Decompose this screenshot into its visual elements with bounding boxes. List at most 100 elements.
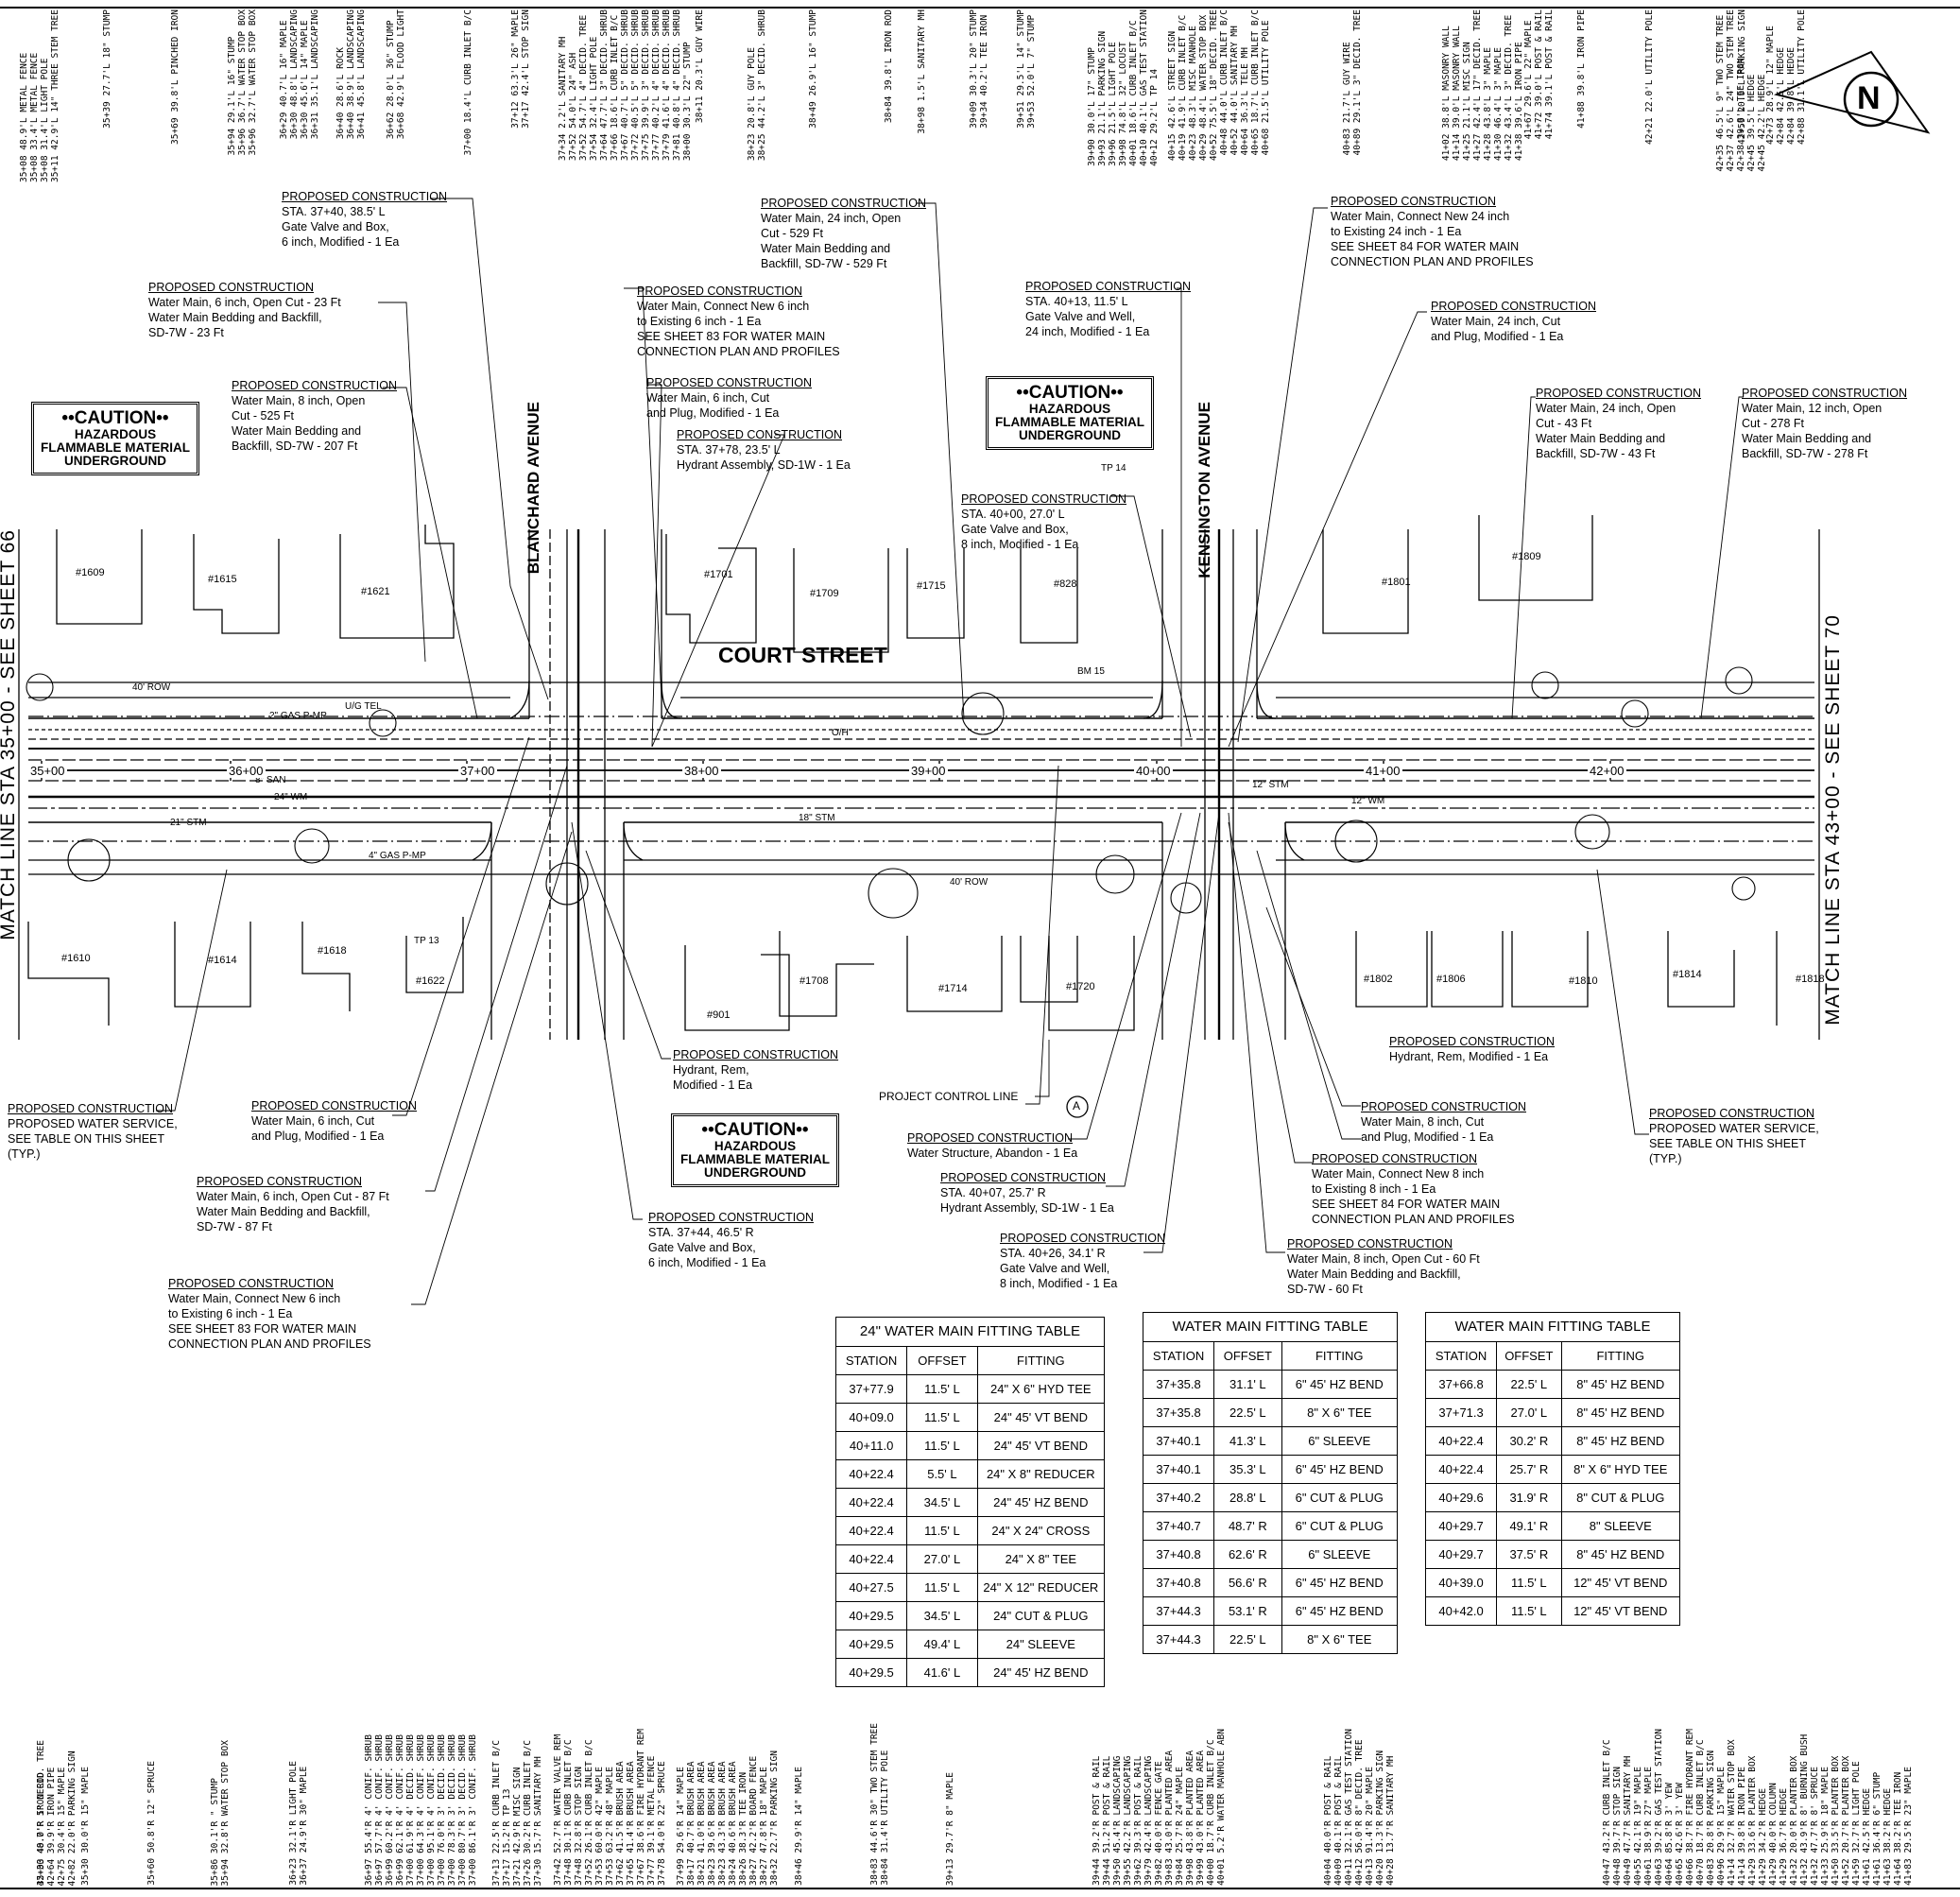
lot-number: #1802 (1364, 974, 1393, 985)
table-cell: 6" 45' HZ BEND (1281, 1596, 1399, 1626)
table-cell: 12" 45' VT BEND (1560, 1596, 1681, 1626)
table-cell: 28.8' L (1213, 1483, 1282, 1512)
callout-body: STA. 37+78, 23.5' L Hydrant Assembly, SD… (677, 443, 851, 472)
bottom-survey-note: 39+44 39.2'R POST & RAIL 39+44 51.2'R PO… (1092, 1729, 1227, 1886)
table-cell: 8" X 6" TEE (1281, 1398, 1399, 1427)
lot-number: #1610 (61, 953, 91, 964)
top-survey-note: 36+40 28.6'L ROCK 36+40 38.9'L LANDSCAPI… (335, 9, 367, 140)
station-label: 42+00 (1588, 764, 1626, 778)
table-cell: 24" X 8" TEE (976, 1544, 1106, 1574)
callout-heading: PROPOSED CONSTRUCTION (168, 1277, 335, 1290)
table-cell: 40+42.0 (1424, 1596, 1498, 1626)
top-survey-note: 35+69 39.8'L PINCHED IRON (170, 9, 181, 145)
table-cell: 41.3' L (1213, 1426, 1282, 1456)
table-cell: 11.5' L (906, 1374, 978, 1404)
top-survey-note: 40+15 42.6'L STREET SIGN 40+19 41.9'L CU… (1167, 9, 1219, 162)
callout-body: PROPOSED WATER SERVICE, SEE TABLE ON THI… (1649, 1122, 1819, 1165)
table-cell: 37+40.2 (1142, 1483, 1215, 1512)
table-cell: 8" CUT & PLUG (1560, 1483, 1681, 1512)
callout-heading: PROPOSED CONSTRUCTION (197, 1175, 363, 1188)
top-survey-note: 36+62 28.0'L 36" STUMP 36+68 42.9'L FLOO… (386, 9, 406, 140)
bottom-survey-note: 36+97 55.4'R 4' CONIF. SHRUB 36+97 57.7'… (364, 1733, 478, 1886)
callout-body: Water Main, Connect New 6 inch to Existi… (637, 300, 840, 358)
reference-a-marker (1066, 1095, 1089, 1118)
fitting-table-header: OFFSET (1496, 1341, 1562, 1371)
table-cell: 8" 45' HZ BEND (1560, 1426, 1681, 1456)
table-cell: 62.6' R (1213, 1540, 1282, 1569)
station-label: 39+00 (909, 764, 948, 778)
callout-heading: PROPOSED CONSTRUCTION (677, 428, 843, 441)
callout-body: Water Main, 6 inch, Open Cut - 23 Ft Wat… (148, 296, 341, 339)
table-cell: 6" SLEEVE (1281, 1540, 1399, 1569)
table-cell: 12" 45' VT BEND (1560, 1568, 1681, 1597)
table-cell: 31.9' R (1496, 1483, 1562, 1512)
table-cell: 35.3' L (1213, 1455, 1282, 1484)
fitting-table-title: WATER MAIN FITTING TABLE (1425, 1312, 1680, 1341)
table-cell: 40+22.4 (834, 1459, 908, 1489)
top-survey-note: 41+02 38.8'L MASONRY WALL 41+14 39.0'L M… (1441, 9, 1524, 162)
table-cell: 24" X 8" REDUCER (976, 1459, 1106, 1489)
callout-body: Water Main, 6 inch, Cut and Plug, Modifi… (646, 391, 780, 420)
wm12-label: 12" WM (1351, 796, 1385, 806)
fitting-table-title: 24" WATER MAIN FITTING TABLE (835, 1317, 1105, 1346)
table-cell: 30.2' R (1496, 1426, 1562, 1456)
top-survey-note: 40+83 21.7'L GUY WIRE 40+89 29.1'L 3" DE… (1342, 9, 1363, 156)
table-cell: 49.1' R (1496, 1511, 1562, 1541)
table-cell: 11.5' L (906, 1431, 978, 1460)
top-survey-note: 38+84 39.8'L IRON ROD (884, 9, 894, 124)
north-arrow-icon (1773, 50, 1931, 134)
table-cell: 31.1' L (1213, 1370, 1282, 1399)
table-cell: 24" CUT & PLUG (976, 1601, 1106, 1630)
lot-number: #1614 (208, 955, 237, 966)
table-cell: 27.0' L (906, 1544, 978, 1574)
callout-body: STA. 37+40, 38.5' L Gate Valve and Box, … (282, 205, 400, 249)
fitting-table-header: OFFSET (1213, 1341, 1282, 1371)
callout-body: STA. 37+44, 46.5' R Gate Valve and Box, … (648, 1226, 766, 1269)
callout-body: Water Main, 24 inch, Open Cut - 43 Ft Wa… (1536, 402, 1676, 460)
top-survey-note: 42+59 20.9'L PARKING SIGN (1737, 9, 1747, 145)
station-label: 40+00 (1134, 764, 1173, 778)
bm15-label: BM 15 (1077, 666, 1105, 677)
table-cell: 49.4' L (906, 1630, 978, 1659)
callout-heading: PROPOSED CONSTRUCTION (148, 281, 315, 294)
lot-number: #1818 (1796, 974, 1825, 985)
tp14-label: TP 14 (1101, 463, 1126, 474)
callout-body: Water Main, Connect New 8 inch to Existi… (1312, 1167, 1515, 1226)
lot-number: #1621 (361, 586, 390, 597)
table-cell: 24" 45' VT BEND (976, 1431, 1106, 1460)
top-survey-note: 37+12 63.3'L 26" MAPLE 37+17 42.4'L STOP… (510, 9, 531, 129)
table-cell: 11.5' L (906, 1403, 978, 1432)
bottom-survey-note: 42+30 48.7'R 5" DECID. TREE 42+64 39.9'R… (36, 1739, 77, 1886)
lot-number: #1701 (704, 569, 733, 580)
callout-body: Water Main, 24 inch, Open Cut - 529 Ft W… (761, 212, 902, 270)
row40-label-top: 40' ROW (132, 682, 171, 693)
top-survey-note: 35+39 27.7'L 18" STUMP (102, 9, 112, 129)
top-survey-note: 38+98 1.5'L SANITARY MH (917, 9, 927, 134)
table-cell: 56.6' R (1213, 1568, 1282, 1597)
callout-body: Water Main, 6 inch, Open Cut - 87 Ft Wat… (197, 1190, 389, 1233)
top-survey-note: 39+51 29.5'L 14" STUMP 39+53 52.0'L 7" S… (1016, 9, 1037, 129)
project-control-line-label: PROJECT CONTROL LINE (879, 1090, 1019, 1103)
callout-body: Water Structure, Abandon - 1 Ea (907, 1147, 1078, 1160)
bottom-survey-note: 35+60 50.8'R 12" SPRUCE (146, 1761, 157, 1886)
